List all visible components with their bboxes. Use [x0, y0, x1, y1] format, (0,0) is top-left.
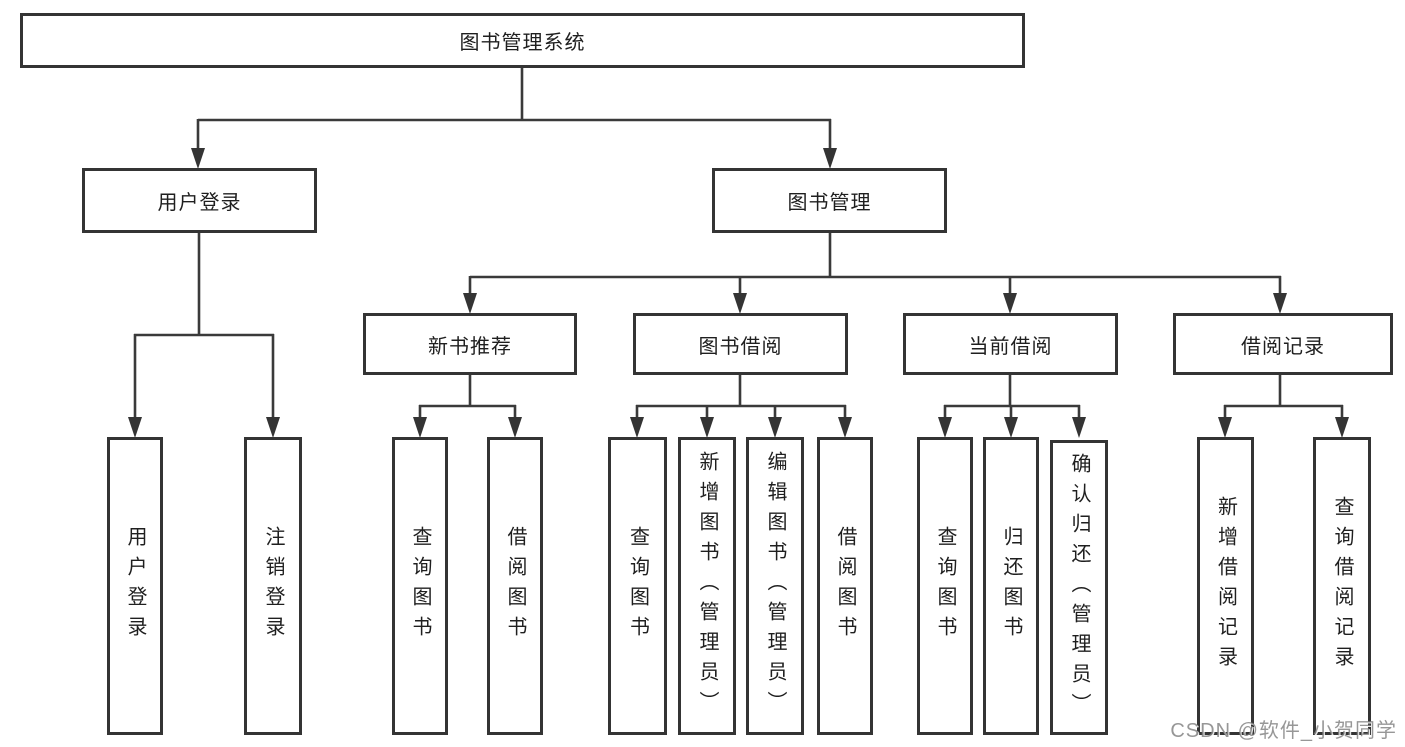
leaf-borrow-books-recommend-label: 借阅图书 — [504, 526, 526, 646]
leaf-confirm-return-admin-label: 确认归还（管理员） — [1068, 452, 1090, 723]
node-current-borrow: 当前借阅 — [903, 313, 1118, 375]
leaf-query-books-current-label: 查询图书 — [934, 526, 956, 646]
leaf-add-borrow-record: 新增借阅记录 — [1197, 437, 1254, 735]
leaf-confirm-return-admin: 确认归还（管理员） — [1050, 440, 1108, 735]
leaf-add-books-admin-label: 新增图书（管理员） — [696, 451, 718, 721]
node-borrow-records-label: 借阅记录 — [1241, 335, 1325, 358]
leaf-add-borrow-record-label: 新增借阅记录 — [1214, 496, 1237, 676]
node-book-management-label: 图书管理 — [787, 192, 872, 214]
node-book-management-branch: 图书管理 — [712, 168, 947, 233]
leaf-edit-books-admin-label: 编辑图书（管理员） — [764, 451, 786, 721]
leaf-user-login: 用户登录 — [107, 437, 163, 735]
leaf-query-borrow-record: 查询借阅记录 — [1313, 437, 1371, 735]
node-user-login-branch-label: 用户登录 — [157, 192, 242, 214]
leaf-query-books-recommend-label: 查询图书 — [409, 526, 431, 646]
leaf-query-books-recommend: 查询图书 — [392, 437, 448, 735]
csdn-watermark: CSDN @软件_小贺同学 — [1170, 720, 1397, 742]
node-user-login-branch: 用户登录 — [82, 168, 317, 233]
leaf-borrow-books: 借阅图书 — [817, 437, 873, 735]
leaf-user-login-label: 用户登录 — [124, 526, 146, 646]
node-new-book-recommend-label: 新书推荐 — [428, 335, 512, 358]
node-root-system: 图书管理系统 — [20, 13, 1025, 68]
leaf-borrow-books-recommend: 借阅图书 — [487, 437, 543, 735]
node-book-borrow-label: 图书借阅 — [698, 335, 783, 358]
leaf-query-books-borrow: 查询图书 — [608, 437, 667, 735]
leaf-return-books: 归还图书 — [983, 437, 1039, 735]
node-book-borrow: 图书借阅 — [633, 313, 848, 375]
node-borrow-records: 借阅记录 — [1173, 313, 1393, 375]
leaf-add-books-admin: 新增图书（管理员） — [678, 437, 736, 735]
leaf-return-books-label: 归还图书 — [1000, 526, 1022, 646]
node-new-book-recommend: 新书推荐 — [363, 313, 577, 375]
leaf-logout: 注销登录 — [244, 437, 302, 735]
node-current-borrow-label: 当前借阅 — [968, 335, 1053, 358]
node-root-label: 图书管理系统 — [459, 32, 586, 54]
leaf-query-borrow-record-label: 查询借阅记录 — [1331, 496, 1353, 676]
leaf-borrow-books-label: 借阅图书 — [834, 526, 856, 646]
leaf-query-books-borrow-label: 查询图书 — [626, 526, 649, 646]
leaf-logout-label: 注销登录 — [262, 526, 284, 646]
leaf-query-books-current: 查询图书 — [917, 437, 973, 735]
leaf-edit-books-admin: 编辑图书（管理员） — [746, 437, 804, 735]
